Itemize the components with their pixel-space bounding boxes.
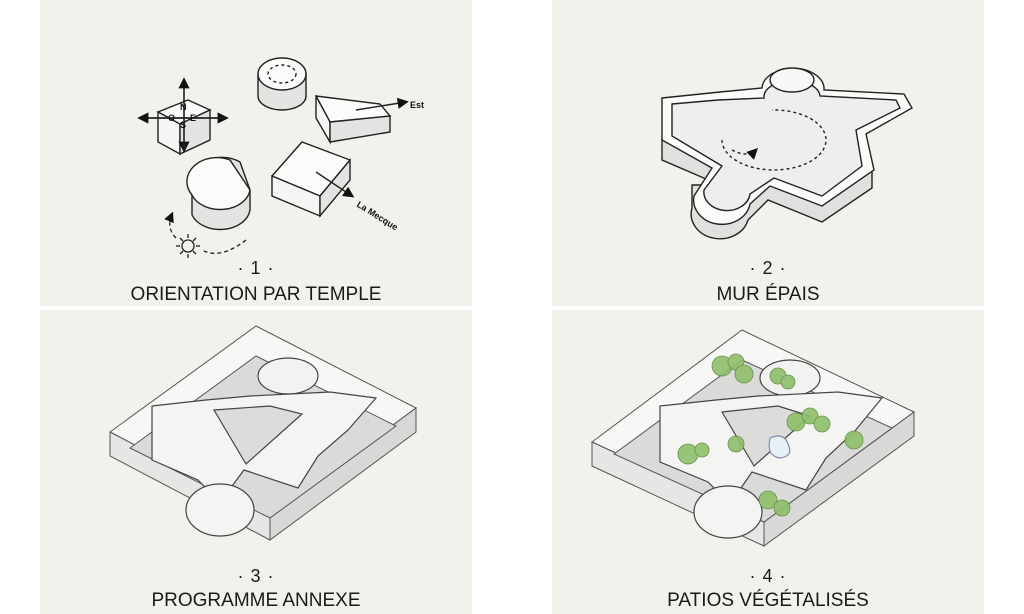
cylinder-volume: [257, 57, 307, 111]
mecca-arrow-label: La Mecque: [355, 199, 400, 232]
compass-west-label: O: [168, 113, 175, 123]
sun-icon: [164, 211, 247, 258]
panel-caption: ORIENTATION PAR TEMPLE: [130, 284, 382, 305]
diagram-orientation: N S E O Est La Mecque: [137, 57, 424, 258]
apse-volume: [186, 156, 251, 231]
compass-cube: [137, 77, 229, 156]
east-arrow-label: Est: [410, 100, 424, 110]
panel-green-patios: · 4 · PATIOS VÉGÉTALISÉS: [552, 310, 984, 614]
panel-caption: PATIOS VÉGÉTALISÉS: [667, 590, 869, 611]
star-shaped-wall: [661, 67, 913, 240]
panel-number: · 2 ·: [749, 258, 787, 278]
trapezoid-volume: [314, 95, 409, 145]
panel-caption: MUR ÉPAIS: [716, 284, 820, 305]
panel-orientation: N S E O Est La Mecque: [40, 0, 472, 306]
compass-north-label: N: [180, 102, 187, 112]
mecca-box-volume: [270, 141, 355, 218]
panel-caption: PROGRAMME ANNEXE: [151, 590, 361, 611]
diagram-green-patios: [591, 329, 915, 547]
temple-volume: [151, 357, 378, 537]
compass-south-label: S: [180, 120, 186, 130]
panel-number: · 1 ·: [237, 258, 275, 278]
panel-number: · 4 ·: [749, 566, 787, 586]
panel-thick-wall: · 2 · MUR ÉPAIS: [552, 0, 984, 306]
tree-cluster: [677, 353, 864, 517]
diagram-thick-wall: [661, 67, 913, 240]
compass-east-label: E: [190, 113, 196, 123]
panel-annex-program: · 3 · PROGRAMME ANNEXE: [40, 310, 472, 614]
panel-number: · 3 ·: [237, 566, 275, 586]
diagram-annex-program: [109, 325, 417, 541]
